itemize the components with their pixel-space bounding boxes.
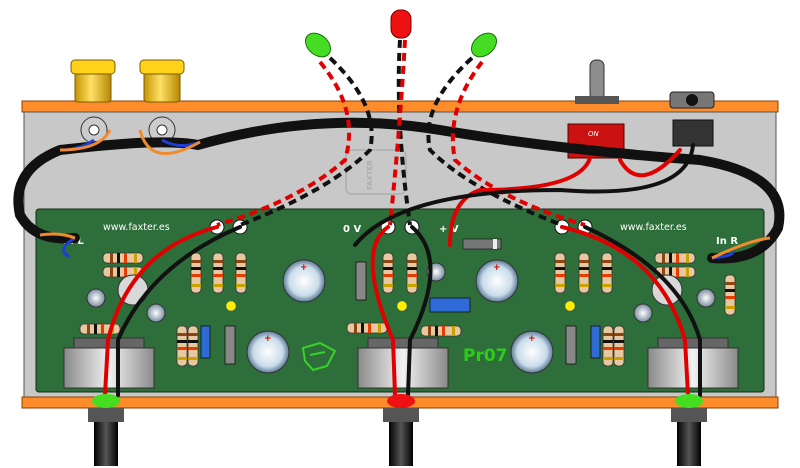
model-code: Pr07 xyxy=(463,346,508,366)
pot-wires xyxy=(103,225,702,397)
label-zero-volts: 0 V xyxy=(343,224,361,235)
svg-text:+: + xyxy=(264,334,272,344)
website-left: www.faxter.es xyxy=(103,222,170,233)
svg-text:+: + xyxy=(493,263,501,273)
switch-text: ON xyxy=(588,130,600,138)
label-in-right: In R xyxy=(716,236,738,247)
led-red-icon xyxy=(390,9,412,39)
capacitor-polarity-marks: + + + + xyxy=(264,263,536,344)
dc-jack-icon[interactable] xyxy=(669,91,715,147)
svg-text:+: + xyxy=(528,334,536,344)
input-wires xyxy=(39,129,771,260)
front-knobs[interactable] xyxy=(88,394,707,466)
test-points xyxy=(225,300,576,312)
potentiometer-icon xyxy=(63,337,739,389)
board-logo xyxy=(301,341,337,372)
watermark-text: FAXTER xyxy=(366,160,374,190)
label-plus-volts: + V xyxy=(439,224,459,235)
led-wires xyxy=(216,39,586,227)
film-capacitors xyxy=(200,261,601,365)
diode-icon xyxy=(462,238,502,250)
rca-jack-icon[interactable] xyxy=(70,59,185,144)
website-right: www.faxter.es xyxy=(620,222,687,233)
led-green-icon xyxy=(304,32,498,58)
power-wires xyxy=(353,143,695,247)
svg-text:+: + xyxy=(300,263,308,273)
